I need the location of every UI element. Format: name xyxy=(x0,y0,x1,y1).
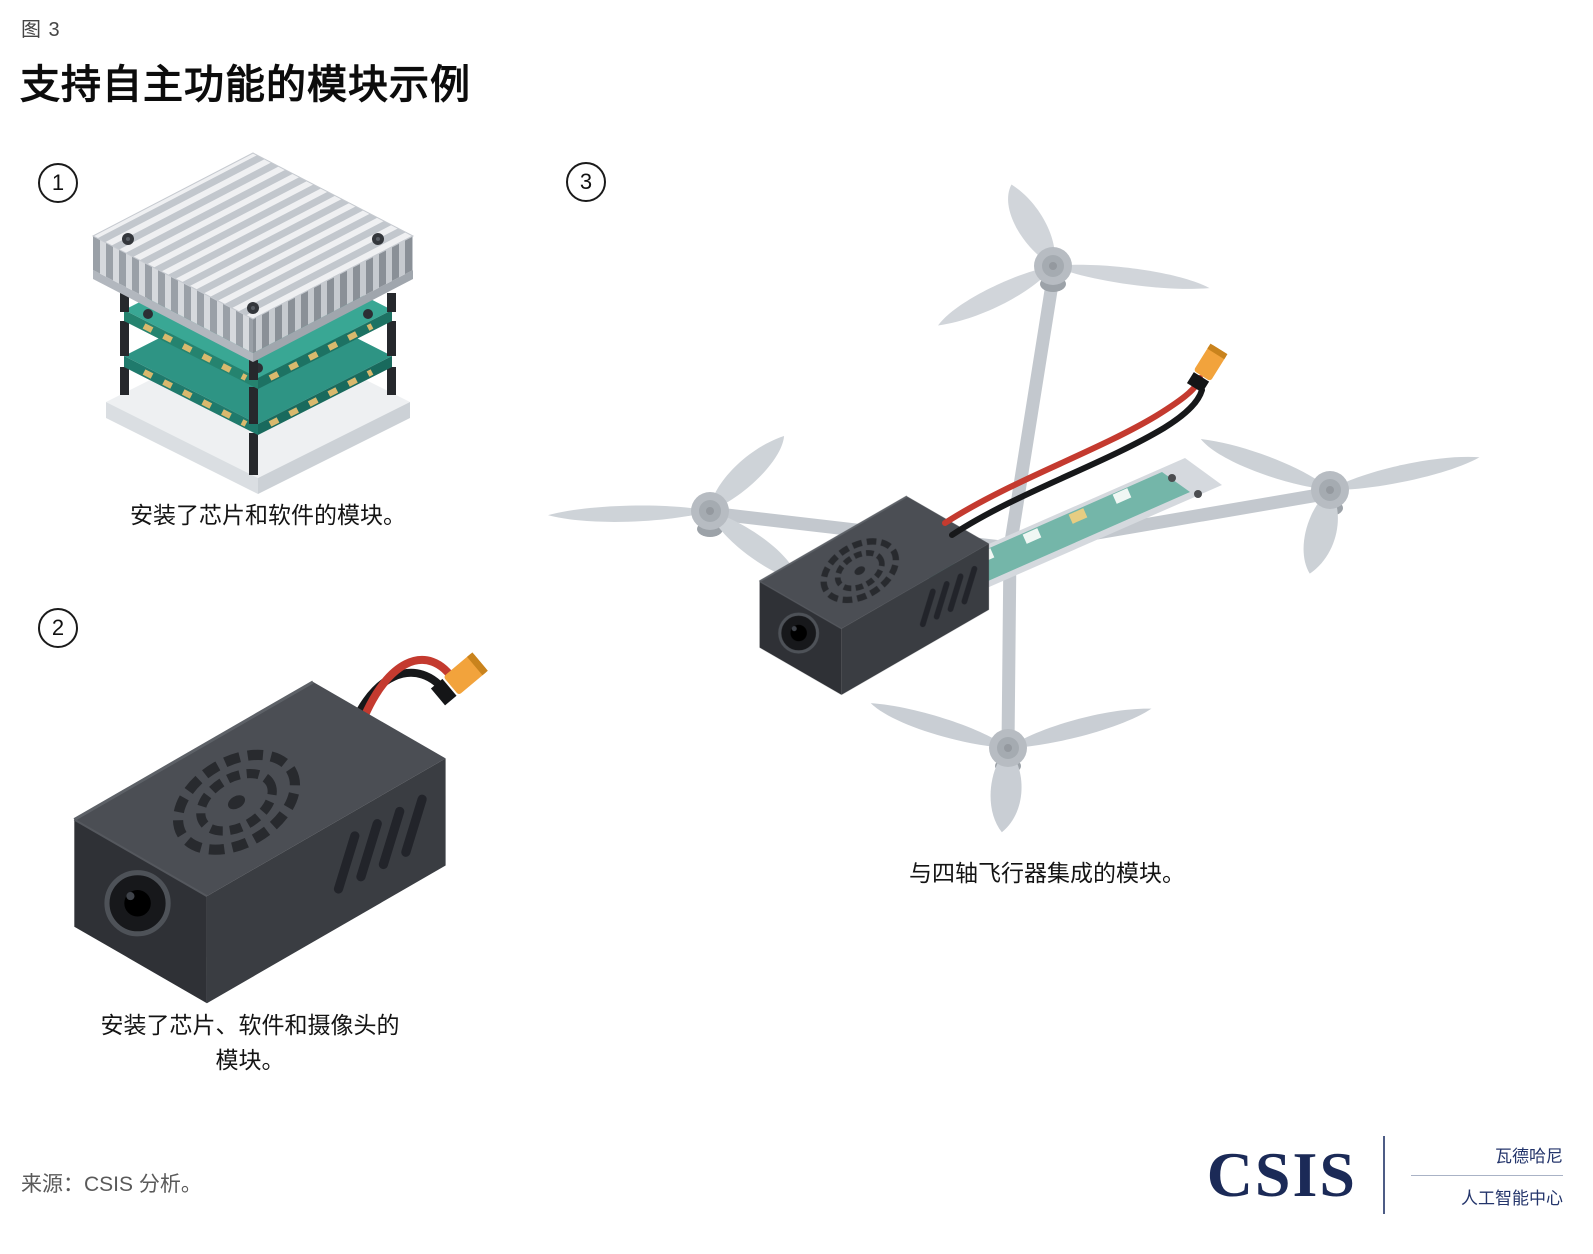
flight-controller-pcb xyxy=(926,472,1190,596)
screw-posts xyxy=(120,293,396,380)
org-name-line1: 瓦德哈尼 xyxy=(1411,1142,1563,1176)
item-2-caption-line1: 安装了芯片、软件和摄像头的 xyxy=(100,1012,400,1038)
propeller xyxy=(912,178,1253,367)
source-note: 来源：CSIS 分析。 xyxy=(21,1173,202,1196)
screw-posts xyxy=(120,321,396,424)
camera-module-illustration xyxy=(5,652,488,1013)
heatsink xyxy=(91,152,415,362)
item-1-number-badge: 1 xyxy=(38,163,78,203)
drone-module-illustration xyxy=(540,178,1520,839)
item-1-caption: 安装了芯片和软件的模块。 xyxy=(130,502,406,528)
propeller xyxy=(540,428,918,624)
propeller xyxy=(843,689,1162,839)
page-title: 支持自主功能的模块示例 xyxy=(20,63,471,107)
item-2-number-badge: 2 xyxy=(38,608,78,648)
quadcopter-airframe xyxy=(540,178,1520,839)
xt60-connector-icon xyxy=(1186,343,1228,393)
item-3-number-badge: 3 xyxy=(566,162,606,202)
item-2-caption-line2: 模块。 xyxy=(215,1046,285,1073)
csis-logo-lockup: CSIS 瓦德哈尼 人工智能中心 xyxy=(1207,1136,1563,1214)
xt60-connector-icon xyxy=(430,652,488,706)
org-name-line2: 人工智能中心 xyxy=(1461,1188,1563,1208)
logo-divider xyxy=(1383,1136,1385,1214)
item-2-caption: 安装了芯片、软件和摄像头的 模块。 xyxy=(30,1008,470,1077)
heatsink-module-illustration xyxy=(91,152,415,494)
propeller xyxy=(1186,390,1520,582)
camera-module-body xyxy=(74,682,445,1003)
org-name-block: 瓦德哈尼 人工智能中心 xyxy=(1411,1142,1563,1209)
csis-logo: CSIS xyxy=(1206,1139,1357,1210)
power-wires xyxy=(942,375,1205,538)
item-3-caption: 与四轴飞行器集成的模块。 xyxy=(909,860,1185,886)
drone-arms xyxy=(703,271,1337,753)
figure-label: 图 3 xyxy=(21,19,61,41)
screw-posts xyxy=(120,367,396,475)
